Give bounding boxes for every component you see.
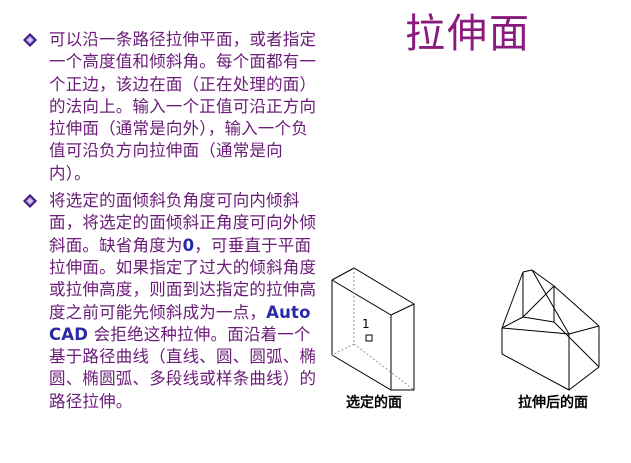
highlighted-term: 0 bbox=[182, 235, 195, 255]
bullet-text: 将选定的面倾斜负角度可向内倾斜面，将选定的面倾斜正角度可向外倾斜面。缺省角度为0… bbox=[49, 190, 320, 413]
bullet-text: 可以沿一条路径拉伸平面，或者指定一个高度值和倾斜角。每个面都有一个正边，该边在面… bbox=[49, 29, 320, 185]
text-run: 可以沿一条路径拉伸平面，或者指定一个高度值和倾斜角。每个面都有一个正边，该边在面… bbox=[49, 30, 317, 183]
diamond-bullet-icon bbox=[23, 194, 37, 209]
selected-face-caption: 选定的面 bbox=[346, 395, 402, 411]
selected-face-diagram: 1 bbox=[331, 267, 415, 391]
extruded-face-diagram bbox=[501, 269, 600, 391]
text-run: 将选定的面倾斜负角度可向内倾斜面，将选定的面倾斜正角度可向外倾斜面。缺省角度为 bbox=[49, 191, 317, 255]
slide-title: 拉伸面 bbox=[405, 11, 531, 57]
text-run: ，可垂直于平面拉伸面。如果指定了过大的倾斜角度或拉伸高度，则面到达指定的拉伸高度… bbox=[49, 235, 317, 322]
face-number-label: 1 bbox=[362, 317, 370, 331]
extruded-face-figure: 拉伸后的面 bbox=[499, 262, 607, 412]
highlighted-term: AutoCAD bbox=[49, 302, 311, 344]
bullet-item: 可以沿一条路径拉伸平面，或者指定一个高度值和倾斜角。每个面都有一个正边，该边在面… bbox=[22, 29, 320, 185]
bullet-item: 将选定的面倾斜负角度可向内倾斜面，将选定的面倾斜正角度可向外倾斜面。缺省角度为0… bbox=[22, 190, 320, 413]
diamond-bullet-icon bbox=[23, 33, 37, 47]
bullet-list: 可以沿一条路径拉伸平面，或者指定一个高度值和倾斜角。每个面都有一个正边，该边在面… bbox=[22, 29, 320, 418]
selected-face-figure: 1 选定的面 bbox=[326, 262, 422, 412]
extruded-face-caption: 拉伸后的面 bbox=[518, 395, 588, 411]
text-run: 会拒绝这种拉伸。面沿着一个基于路径曲线（直线、圆、圆弧、椭圆、椭圆弧、多段线或样… bbox=[49, 324, 317, 411]
